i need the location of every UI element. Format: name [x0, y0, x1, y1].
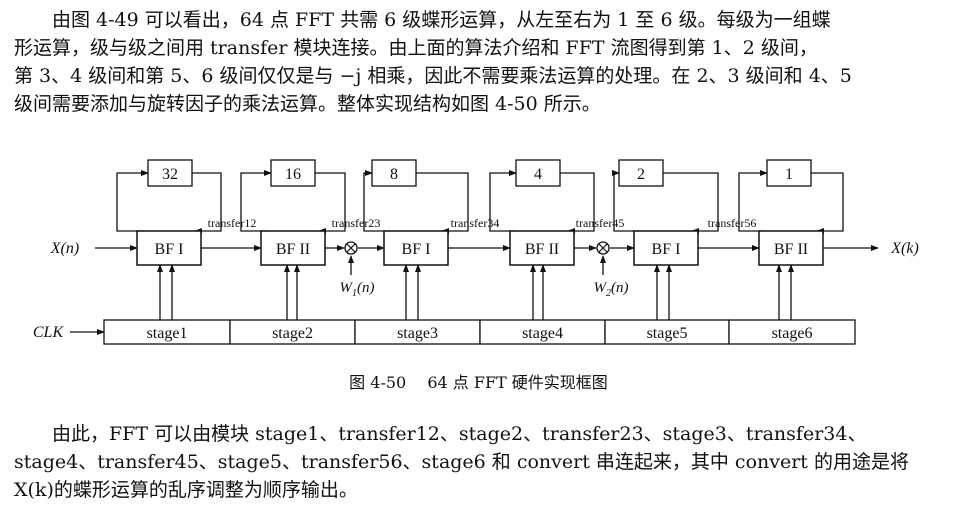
wire: [240, 170, 272, 232]
stage-label: stage6: [772, 325, 813, 342]
delay-box: [766, 159, 812, 187]
butterfly-box: [509, 230, 575, 266]
wire: [612, 170, 640, 232]
wire: [192, 172, 222, 234]
butterfly-label: BF II: [774, 241, 808, 258]
stage-cell: [229, 319, 356, 345]
stage-cell: [479, 319, 606, 345]
delay-box: [515, 159, 561, 187]
delay-label: 4: [534, 166, 542, 183]
stage-label: stage4: [522, 325, 563, 342]
wire: [738, 170, 768, 232]
delay-label: 1: [785, 166, 793, 183]
wire: [811, 172, 844, 234]
text-line: 由此，FFT 可以由模块 stage1、transfer12、stage2、tr…: [52, 423, 867, 445]
stage-label: stage3: [397, 325, 438, 342]
twiddle-label: W2(n): [594, 280, 629, 299]
transfer-label: transfer34: [451, 216, 500, 230]
multiplier-cross: [598, 243, 608, 253]
stage-cell: [103, 319, 231, 345]
paragraph-summary: 由此，FFT 可以由模块 stage1、transfer12、stage2、tr…: [14, 420, 944, 504]
wire: [315, 172, 346, 234]
text-line: X(k)的蝶形运算的乱序调整为顺序输出。: [14, 479, 358, 501]
delay-box: [371, 159, 417, 187]
transfer-label: transfer23: [332, 216, 381, 230]
delay-box: [147, 159, 193, 187]
figure-number: 图 4-50: [349, 373, 407, 392]
text-line: stage4、transfer45、stage5、transfer56、stag…: [14, 451, 909, 473]
wire: [663, 172, 719, 234]
text-line: 级间需要添加与旋转因子的乘法运算。整体实现结构如图 4-50 所示。: [14, 93, 601, 115]
transfer-label: transfer45: [576, 216, 625, 230]
text-line: 由图 4-49 可以看出，64 点 FFT 共需 6 级蝶形运算，从左至右为 1…: [52, 9, 831, 31]
butterfly-box: [758, 230, 824, 266]
transfer-label: transfer12: [208, 216, 257, 230]
stage-cell: [604, 319, 730, 345]
wire: [116, 170, 149, 232]
paragraph-intro: 由图 4-49 可以看出，64 点 FFT 共需 6 级蝶形运算，从左至右为 1…: [14, 6, 944, 118]
butterfly-label: BF I: [652, 241, 681, 258]
butterfly-label: BF I: [155, 241, 184, 258]
text-line: 形运算，级与级之间用 transfer 模块连接。由上面的算法介绍和 FFT 流…: [14, 37, 818, 59]
butterfly-box: [383, 230, 449, 266]
delay-label: 16: [285, 166, 301, 183]
butterfly-box: [633, 230, 699, 266]
butterfly-box: [260, 230, 326, 266]
transfer-label: transfer56: [708, 216, 757, 230]
butterfly-label: BF I: [402, 241, 431, 258]
fft-block-diagram: 32 16 8 4 2 1 BF I BF II BF I BF II BF I BF II stage…: [33, 159, 919, 345]
delay-label: 32: [162, 166, 178, 183]
text-line: 第 3、4 级间和第 5、6 级间仅仅是与 −j 相乘，因此不需要乘法运算的处理…: [14, 65, 852, 87]
stage-label: stage2: [272, 325, 313, 342]
delay-box: [618, 159, 664, 187]
figure-caption: 图 4-50 64 点 FFT 硬件实现框图: [0, 369, 957, 393]
butterfly-label: BF II: [276, 241, 310, 258]
clk-label: CLK: [33, 324, 65, 341]
butterfly-label: BF II: [525, 241, 559, 258]
stage-label: stage5: [647, 325, 688, 342]
figure-title: 64 点 FFT 硬件实现框图: [427, 373, 608, 392]
wire: [489, 170, 517, 232]
input-label: X(n): [50, 240, 79, 257]
wire: [416, 172, 469, 234]
stage-label: stage1: [147, 325, 188, 342]
delay-label: 8: [390, 166, 398, 183]
wire: [363, 170, 390, 232]
stage-cell: [728, 319, 856, 345]
twiddle-label: W1(n): [340, 280, 375, 299]
butterfly-box: [136, 230, 202, 266]
delay-label: 2: [637, 166, 645, 183]
wire: [560, 172, 595, 234]
output-label: X(k): [890, 240, 919, 257]
delay-box: [270, 159, 316, 187]
multiplier-cross: [346, 243, 356, 253]
stage-cell: [354, 319, 481, 345]
